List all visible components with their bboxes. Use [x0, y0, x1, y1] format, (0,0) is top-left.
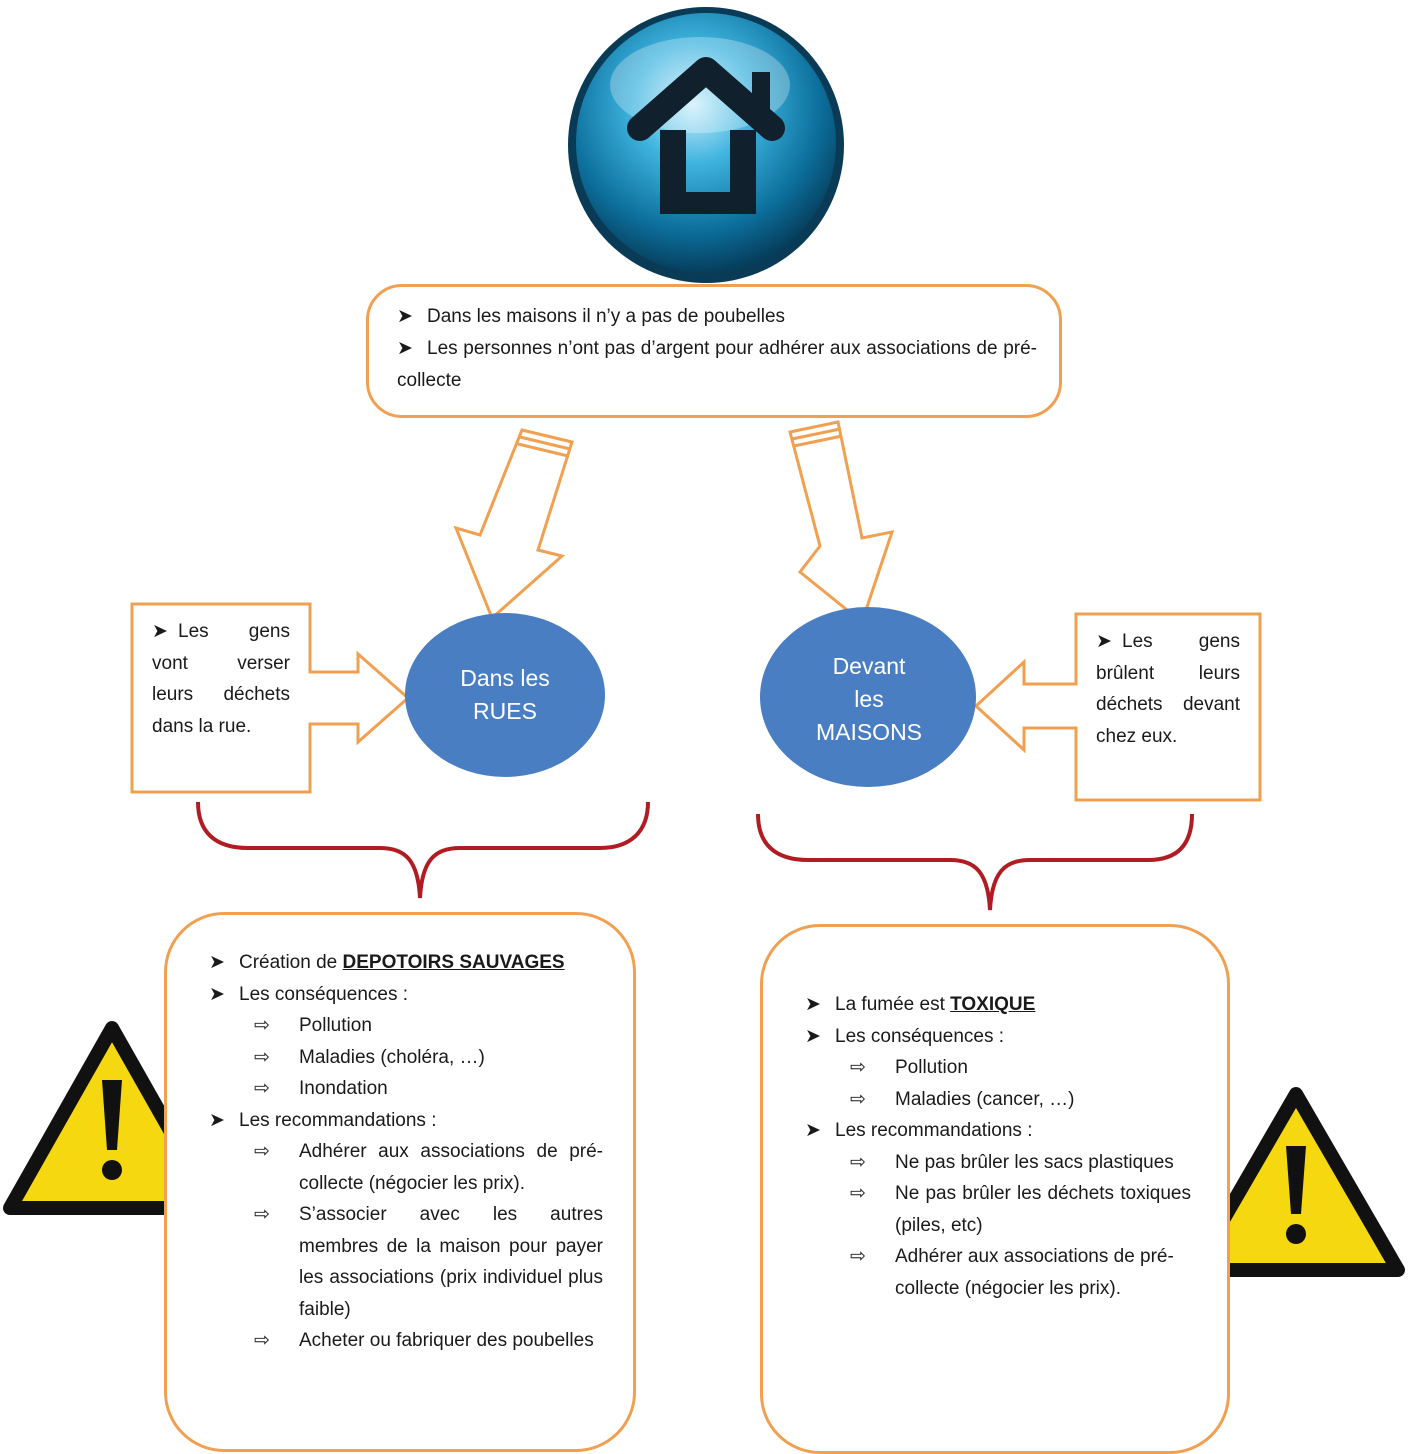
arrow-right-icon: ⇨: [254, 1015, 270, 1036]
top-box-item: ➤Dans les maisons il n’y a pas de poubel…: [397, 301, 1037, 333]
bullet-icon: ➤: [805, 1120, 821, 1141]
arrow-right-icon: ⇨: [850, 1151, 866, 1173]
arrow-right-icon: ⇨: [850, 1088, 866, 1110]
sub-item: ⇨Maladies (choléra, …): [209, 1042, 603, 1074]
warning-icon: [1187, 1087, 1405, 1277]
diagram-graphics: [3, 7, 1405, 1277]
arrow-right-icon: ⇨: [254, 1204, 270, 1225]
sub-item: ⇨ S’associer avec les autres membres de …: [209, 1199, 603, 1325]
panel-item: ➤Les recommandations :: [209, 1105, 603, 1137]
sub-item: ⇨ Adhérer aux associations de pré-collec…: [209, 1136, 603, 1199]
right-side-callout: [973, 612, 1262, 802]
brace-right: [756, 813, 1194, 911]
warning-icon: [3, 1021, 221, 1215]
arrow-right-icon: ⇨: [254, 1141, 270, 1162]
node-maisons: [760, 607, 976, 787]
sub-item: ⇨ Ne pas brûler les sacs plastiques: [805, 1147, 1191, 1179]
panel-item: ➤Les recommandations :: [805, 1115, 1191, 1147]
left-side-callout: [130, 602, 411, 794]
bullet-icon: ➤: [805, 994, 821, 1015]
arrow-right-icon: ⇨: [254, 1046, 270, 1068]
arrow-right-icon: ⇨: [850, 1183, 866, 1204]
panel-item: ➤Les conséquences :: [805, 1021, 1191, 1053]
right-side-text: ➤Les gens brûlent leurs déchets devant c…: [1096, 626, 1240, 752]
brace-left: [196, 801, 650, 899]
sub-item: ⇨Maladies (cancer, …): [805, 1084, 1191, 1116]
top-causes-box: ➤Dans les maisons il n’y a pas de poubel…: [366, 284, 1062, 418]
bullet-icon: ➤: [152, 621, 168, 642]
sub-item: ⇨Pollution: [805, 1052, 1191, 1084]
arrow-right-icon: ⇨: [254, 1078, 270, 1099]
node-maisons-label: Devant les MAISONS: [815, 653, 923, 745]
left-side-text: ➤Les gens vont verser leurs déchets dans…: [152, 616, 290, 742]
arrow-right-icon: ⇨: [850, 1246, 866, 1267]
right-consequences-panel: ➤La fumée est TOXIQUE ➤Les conséquences …: [760, 924, 1230, 1454]
node-rues: [405, 613, 605, 777]
sub-item: ⇨Inondation: [209, 1073, 603, 1105]
bullet-icon: ➤: [397, 338, 413, 359]
sub-item: ⇨Pollution: [209, 1010, 603, 1042]
arrow-down-right: [788, 420, 895, 625]
bullet-icon: ➤: [397, 306, 413, 327]
arrow-down-left: [453, 428, 574, 621]
bullet-icon: ➤: [805, 1025, 821, 1047]
sub-item: ⇨ Acheter ou fabriquer des poubelles: [209, 1325, 603, 1357]
arrow-right-icon: ⇨: [850, 1057, 866, 1078]
bullet-icon: ➤: [209, 952, 225, 973]
top-box-item: ➤Les personnes n’ont pas d’argent pour a…: [397, 333, 1037, 396]
sub-item: ⇨ Adhérer aux associations de pré-collec…: [805, 1241, 1191, 1304]
bullet-icon: ➤: [1096, 631, 1112, 652]
sub-item: ⇨ Ne pas brûler les déchets toxiques (pi…: [805, 1178, 1191, 1241]
arrow-right-icon: ⇨: [254, 1330, 270, 1351]
panel-item: ➤La fumée est TOXIQUE: [805, 989, 1191, 1021]
left-consequences-panel: ➤Création de DEPOTOIRS SAUVAGES ➤Les con…: [164, 912, 636, 1452]
home-icon: [568, 7, 844, 283]
node-rues-label: Dans les RUES: [460, 665, 550, 724]
bullet-icon: ➤: [209, 983, 225, 1005]
bullet-icon: ➤: [209, 1109, 225, 1131]
panel-item: ➤Création de DEPOTOIRS SAUVAGES: [209, 947, 603, 979]
panel-item: ➤Les conséquences :: [209, 979, 603, 1011]
